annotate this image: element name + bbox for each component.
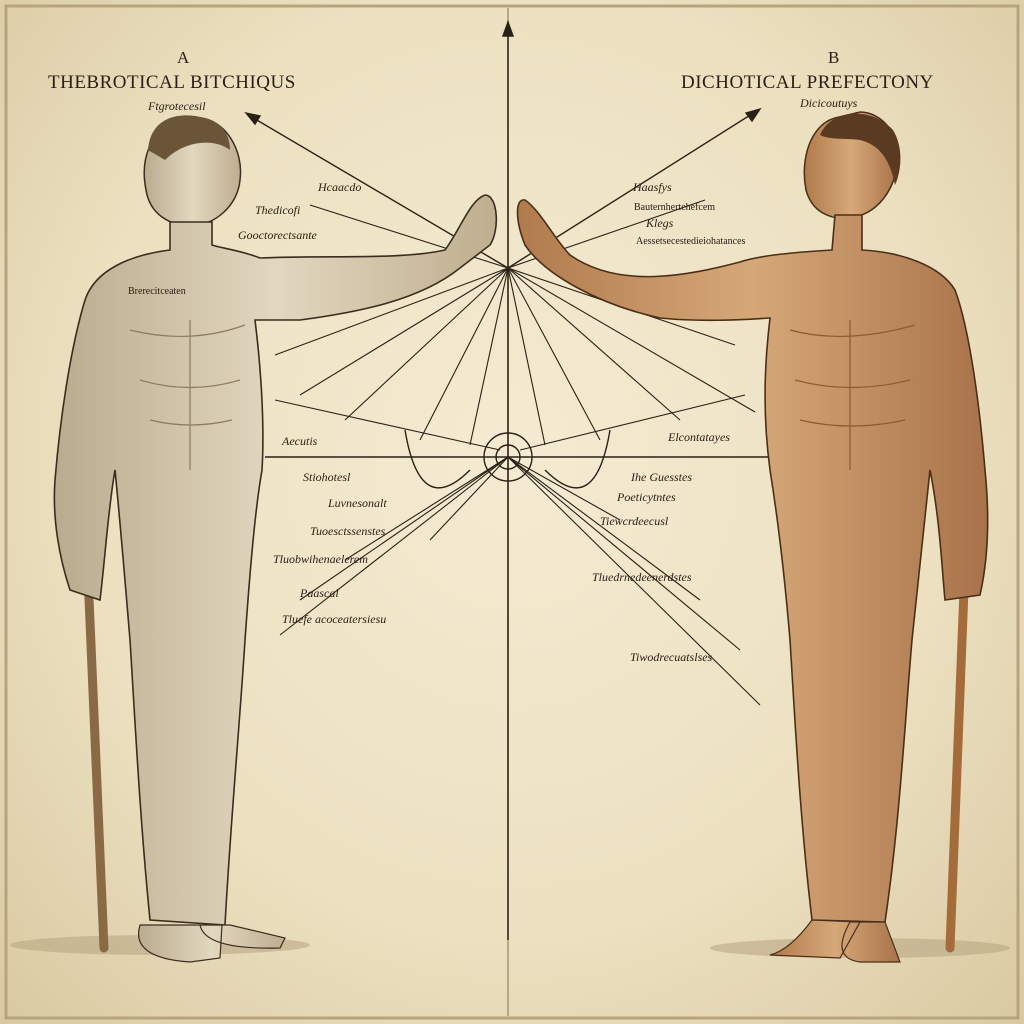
figure-a-label: Paascal — [300, 586, 339, 600]
figure-b-subtitle: Dicicoutuys — [800, 96, 858, 110]
figure-b-label: Tiewcrdeecusl — [600, 514, 669, 528]
figure-b-label: Ihe Guesstes — [631, 470, 692, 484]
figure-a-label: Hcaacdo — [318, 180, 362, 194]
figure-b-label: Tiwodrecuatslses — [630, 650, 713, 664]
figure-a — [53, 115, 498, 963]
figure-b-label: Elcontatayes — [668, 430, 730, 444]
figure-a-musculature — [129, 320, 246, 470]
vertical-axis-arrow — [502, 19, 514, 37]
page-border — [4, 4, 1020, 1020]
figure-a-label: Thedicofi — [255, 203, 301, 217]
figure-b-label: Klegs — [646, 216, 674, 230]
figure-a-label: Luvnesonalt — [328, 496, 387, 510]
figure-a-subtitle: Ftgrotecesil — [148, 99, 206, 113]
figure-a-label: Tuoesctssenstes — [310, 524, 386, 538]
lower-fan-lines — [279, 456, 761, 706]
center-circle — [483, 432, 533, 482]
figure-b-musculature — [789, 320, 916, 470]
figure-b-label: Tluedrnedeenerdstes — [592, 570, 692, 584]
figure-a-label: Tluobwihenaelerem — [273, 552, 368, 566]
figure-b-label: Poeticytntes — [617, 490, 676, 504]
arc-left — [404, 429, 471, 489]
figure-a-label: Stiohotesl — [303, 470, 351, 484]
figure-b-title: DICHOTICAL PREFECTONY — [681, 72, 934, 93]
figure-b-body — [516, 199, 989, 923]
central-axes — [265, 19, 775, 940]
figure-b-feet — [769, 919, 901, 963]
arc-right — [544, 429, 611, 489]
figure-b-label: Bauternhertehefcem — [634, 202, 716, 213]
figure-b-label: Haasfys — [633, 180, 672, 194]
figure-b — [516, 111, 989, 963]
figure-a-label: Brerecitceaten — [128, 286, 186, 297]
arrow-upper-right-head — [744, 107, 762, 123]
figure-b-label: Aessetsecestedieiohatances — [636, 236, 746, 247]
figure-a-hair — [148, 115, 230, 160]
figure-a-label: Gooctorectsante — [238, 228, 317, 242]
radiating-lines — [274, 199, 756, 451]
arrow-upper-left-head — [244, 111, 262, 126]
center-inner-circle — [495, 444, 521, 470]
figure-a-feet — [138, 924, 286, 963]
figure-b-hair — [820, 113, 901, 185]
figure-a-label: Tluefe acoceatersiesu — [282, 612, 387, 626]
figure-b-letter: B — [828, 48, 840, 67]
figure-a-label: Aecutis — [282, 434, 318, 448]
figure-a-body — [53, 194, 498, 926]
staff-right — [945, 585, 969, 953]
staff-left — [83, 570, 109, 953]
figure-a-title: THEBROTICAL BITCHIQUS — [48, 72, 296, 93]
figure-a-letter: A — [177, 48, 190, 67]
